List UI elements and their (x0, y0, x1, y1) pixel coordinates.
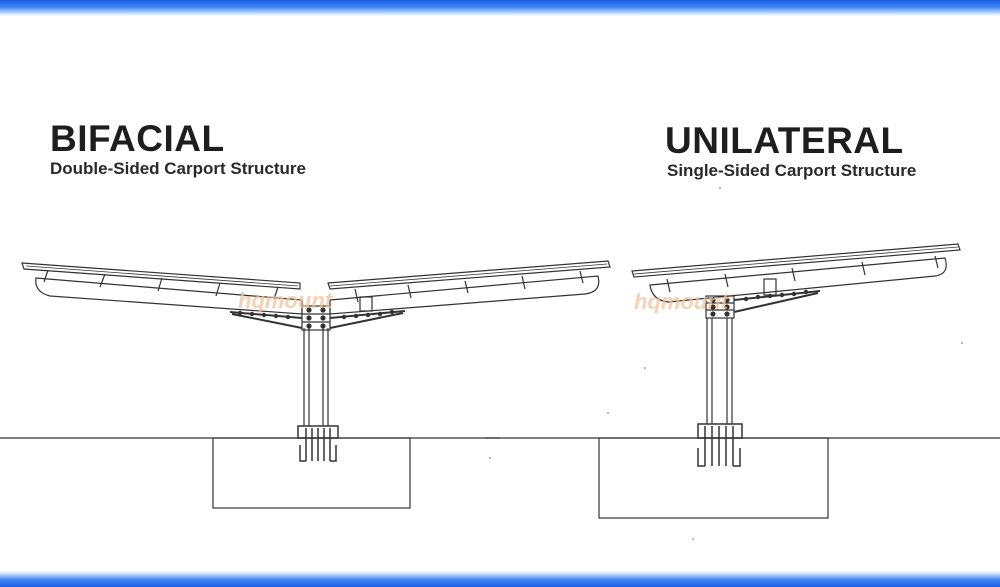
bifacial-title: BIFACIAL (50, 118, 225, 159)
bifacial-right-panel (327, 260, 611, 290)
unilateral-beam (649, 257, 947, 303)
bifacial-center-stub (359, 296, 373, 312)
bifacial-right-beam (329, 275, 600, 315)
unilateral-brace-bolts (743, 289, 809, 302)
bifacial-left-panel (21, 262, 301, 290)
bifacial-anchor-bolts (297, 425, 339, 462)
bifacial-right-purlins (354, 270, 584, 303)
bottom-blue-band (0, 571, 1000, 587)
unilateral-column-head (705, 295, 735, 319)
top-blue-band (0, 0, 1000, 16)
unilateral-panel (631, 243, 961, 278)
bifacial-subtitle: Double-Sided Carport Structure (50, 159, 306, 178)
unilateral-foundation (598, 437, 829, 519)
unilateral-structure (598, 243, 961, 519)
unilateral-column (706, 318, 733, 424)
unilateral-anchor-bolts (697, 423, 743, 467)
bifacial-left-purlins (43, 269, 279, 300)
watermark-logo-right: hqmount (634, 289, 729, 314)
unilateral-center-stub (763, 278, 777, 296)
bifacial-left-beam (35, 277, 303, 315)
unilateral-purlins (666, 255, 939, 293)
unilateral-title: UNILATERAL (665, 120, 904, 161)
watermark-logo-left: hqmount (238, 288, 333, 313)
unilateral-subtitle: Single-Sided Carport Structure (667, 161, 917, 180)
bifacial-structure (21, 260, 611, 509)
drawing-specks (489, 187, 963, 540)
bifacial-brace-bolts (237, 309, 395, 320)
bifacial-column (303, 328, 329, 426)
